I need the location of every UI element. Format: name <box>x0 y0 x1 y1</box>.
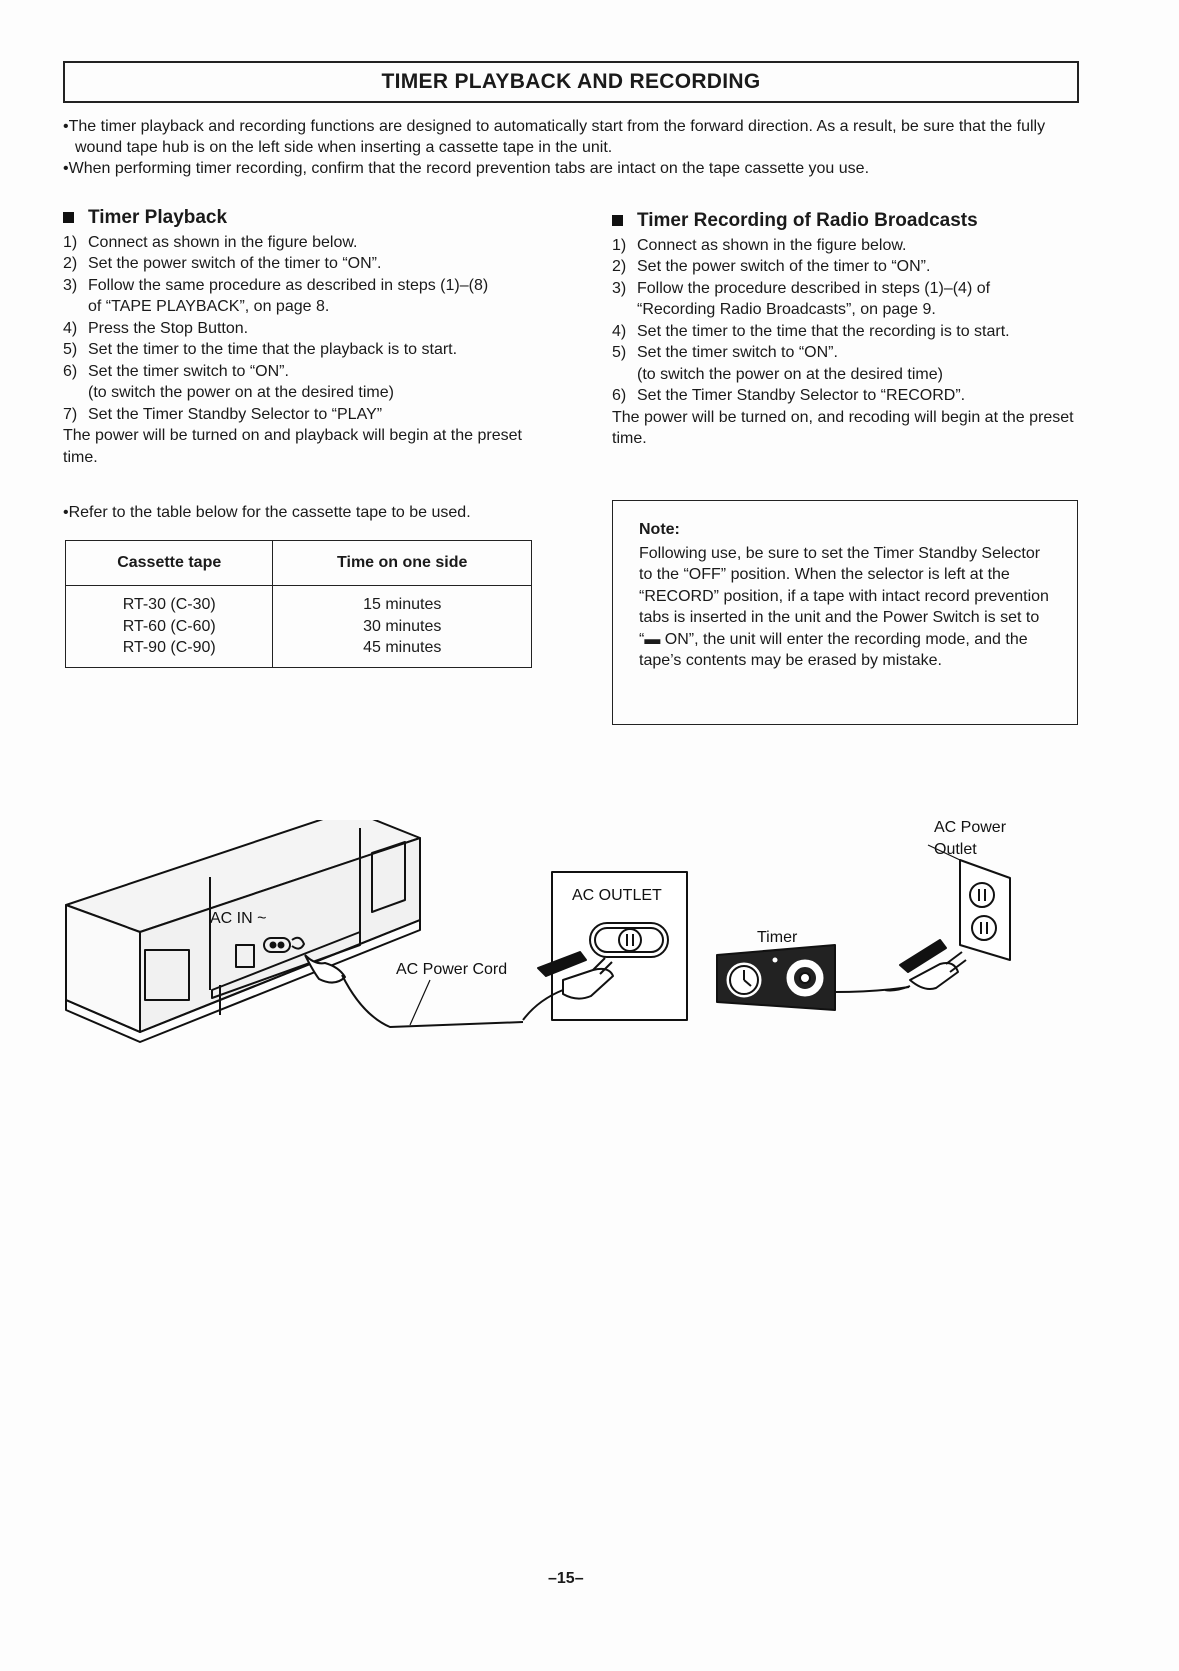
playback-step: 3)Follow the same procedure as described… <box>63 276 489 294</box>
page-title-box: TIMER PLAYBACK AND RECORDING <box>63 61 1079 103</box>
table-header-row: Cassette tape Time on one side <box>64 540 532 586</box>
timer-illustration <box>716 944 910 1011</box>
table-cell-tapes: RT-30 (C-30) RT-60 (C-60) RT-90 (C-90) <box>64 585 274 668</box>
table-header: Time on one side <box>272 540 532 586</box>
note-title: Note: <box>639 521 680 538</box>
table-header: Cassette tape <box>64 540 274 586</box>
recording-step: 3)Follow the procedure described in step… <box>612 279 991 297</box>
timer-recording-heading: Timer Recording of Radio Broadcasts <box>612 210 1082 232</box>
table-row: RT-30 (C-30) RT-60 (C-60) RT-90 (C-90) 1… <box>64 585 532 668</box>
table-cell-times: 15 minutes 30 minutes 45 minutes <box>272 585 532 668</box>
ac-power-outlet-label-line1: AC Power <box>934 820 1007 836</box>
playback-step: 1)Connect as shown in the figure below. <box>63 233 358 251</box>
intro-notes: •The timer playback and recording functi… <box>63 116 1093 179</box>
ac-in-label: AC IN ~ <box>210 910 266 927</box>
timer-playback-section: Timer Playback 1)Connect as shown in the… <box>63 207 543 468</box>
wall-outlet-illustration <box>884 859 1011 992</box>
intro-note-1: •The timer playback and recording functi… <box>63 118 1046 156</box>
recording-step: 6)Set the Timer Standby Selector to “REC… <box>612 387 966 404</box>
recording-step: (to switch the power on at the desired t… <box>637 365 943 383</box>
intro-note-2: •When performing timer recording, confir… <box>63 160 870 177</box>
playback-step: 5)Set the timer to the time that the pla… <box>63 341 458 358</box>
recording-result: The power will be turned on, and recodin… <box>612 408 1074 448</box>
note-text: Following use, be sure to set the Timer … <box>639 544 1049 670</box>
cassette-tape-table: Cassette tape Time on one side RT-30 (C-… <box>64 540 532 668</box>
ac-outlet-label: AC OUTLET <box>572 887 662 904</box>
timer-playback-heading: Timer Playback <box>63 207 543 229</box>
page-number: –15– <box>548 1570 584 1587</box>
connection-diagram: AC IN ~ AC OUTLET AC Power Cord Timer AC… <box>65 820 1011 1043</box>
playback-step: (to switch the power on at the desired t… <box>88 384 394 401</box>
playback-step: 2)Set the power switch of the timer to “… <box>63 255 382 272</box>
square-bullet-icon <box>612 215 623 227</box>
timer-ac-outlet-illustration <box>522 871 688 1021</box>
recording-step: “Recording Radio Broadcasts”, on page 9. <box>637 301 936 318</box>
playback-step: 6)Set the timer switch to “ON”. <box>63 362 289 380</box>
timer-label: Timer <box>757 929 798 946</box>
note-box: Note: Following use, be sure to set the … <box>612 500 1078 725</box>
playback-step: 4)Press the Stop Button. <box>63 319 249 337</box>
playback-step: 7)Set the Timer Standby Selector to “PLA… <box>63 405 383 423</box>
recording-step: 2)Set the power switch of the timer to “… <box>612 258 931 275</box>
table-reference-note: •Refer to the table below for the casset… <box>63 504 471 521</box>
square-bullet-icon <box>63 212 74 224</box>
page-title: TIMER PLAYBACK AND RECORDING <box>381 70 761 93</box>
ac-power-outlet-label-line2: Outlet <box>934 841 977 858</box>
timer-recording-section: Timer Recording of Radio Broadcasts 1)Co… <box>612 210 1082 450</box>
recording-step: 4)Set the timer to the time that the rec… <box>612 322 1010 340</box>
recording-step: 5)Set the timer switch to “ON”. <box>612 344 838 361</box>
recording-step: 1)Connect as shown in the figure below. <box>612 236 907 254</box>
ac-power-cord-label: AC Power Cord <box>396 961 507 978</box>
playback-step: of “TAPE PLAYBACK”, on page 8. <box>88 298 330 315</box>
playback-result: The power will be turned on and playback… <box>63 427 522 466</box>
stereo-unit-illustration <box>65 820 524 1043</box>
